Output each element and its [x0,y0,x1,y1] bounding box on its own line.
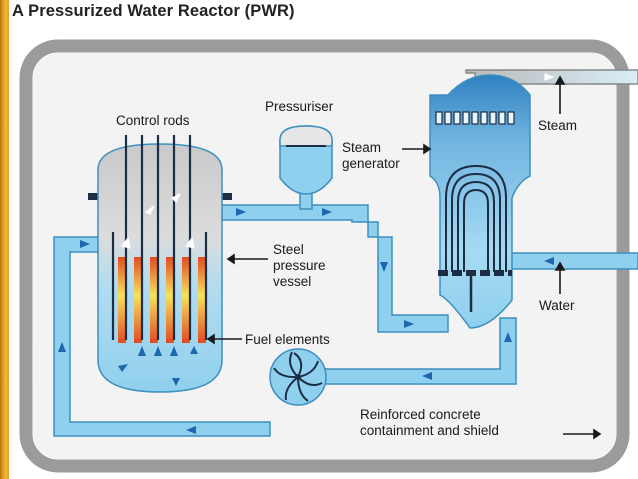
steam-separators [435,111,515,125]
pressuriser-surge-line [299,192,313,210]
feedwater-pipe [507,252,638,270]
label-pressuriser: Pressuriser [265,99,334,114]
fuel-elements [118,257,206,343]
tube-sheet [438,270,512,276]
label-steel-vessel-line1: Steel [273,242,304,257]
label-control-rods: Control rods [116,113,190,128]
label-fuel-elements: Fuel elements [245,332,330,347]
label-pointers [206,75,602,440]
steam-flow-arrows [120,73,555,249]
control-rods [111,135,208,340]
label-containment-line2: containment and shield [360,423,499,438]
label-containment-line1: Reinforced concrete [360,407,481,422]
coolant-pump [269,348,327,406]
pressuriser-tank [279,125,333,195]
steam-generator [429,74,531,329]
left-accent-band [0,0,9,479]
label-steel-vessel-line3: vessel [273,274,312,289]
label-steam: Steam [538,118,578,133]
label-steam-generator-line1: Steam [342,140,382,155]
label-water: Water [539,298,575,313]
u-tube-bundle [445,164,507,272]
diagram-title: A Pressurized Water Reactor (PWR) [12,2,295,20]
label-steel-vessel-line2: pressure [273,258,326,273]
reactor-vessel [88,135,232,393]
flow-arrows [58,208,554,434]
label-steam-generator-line2: generator [342,156,400,171]
